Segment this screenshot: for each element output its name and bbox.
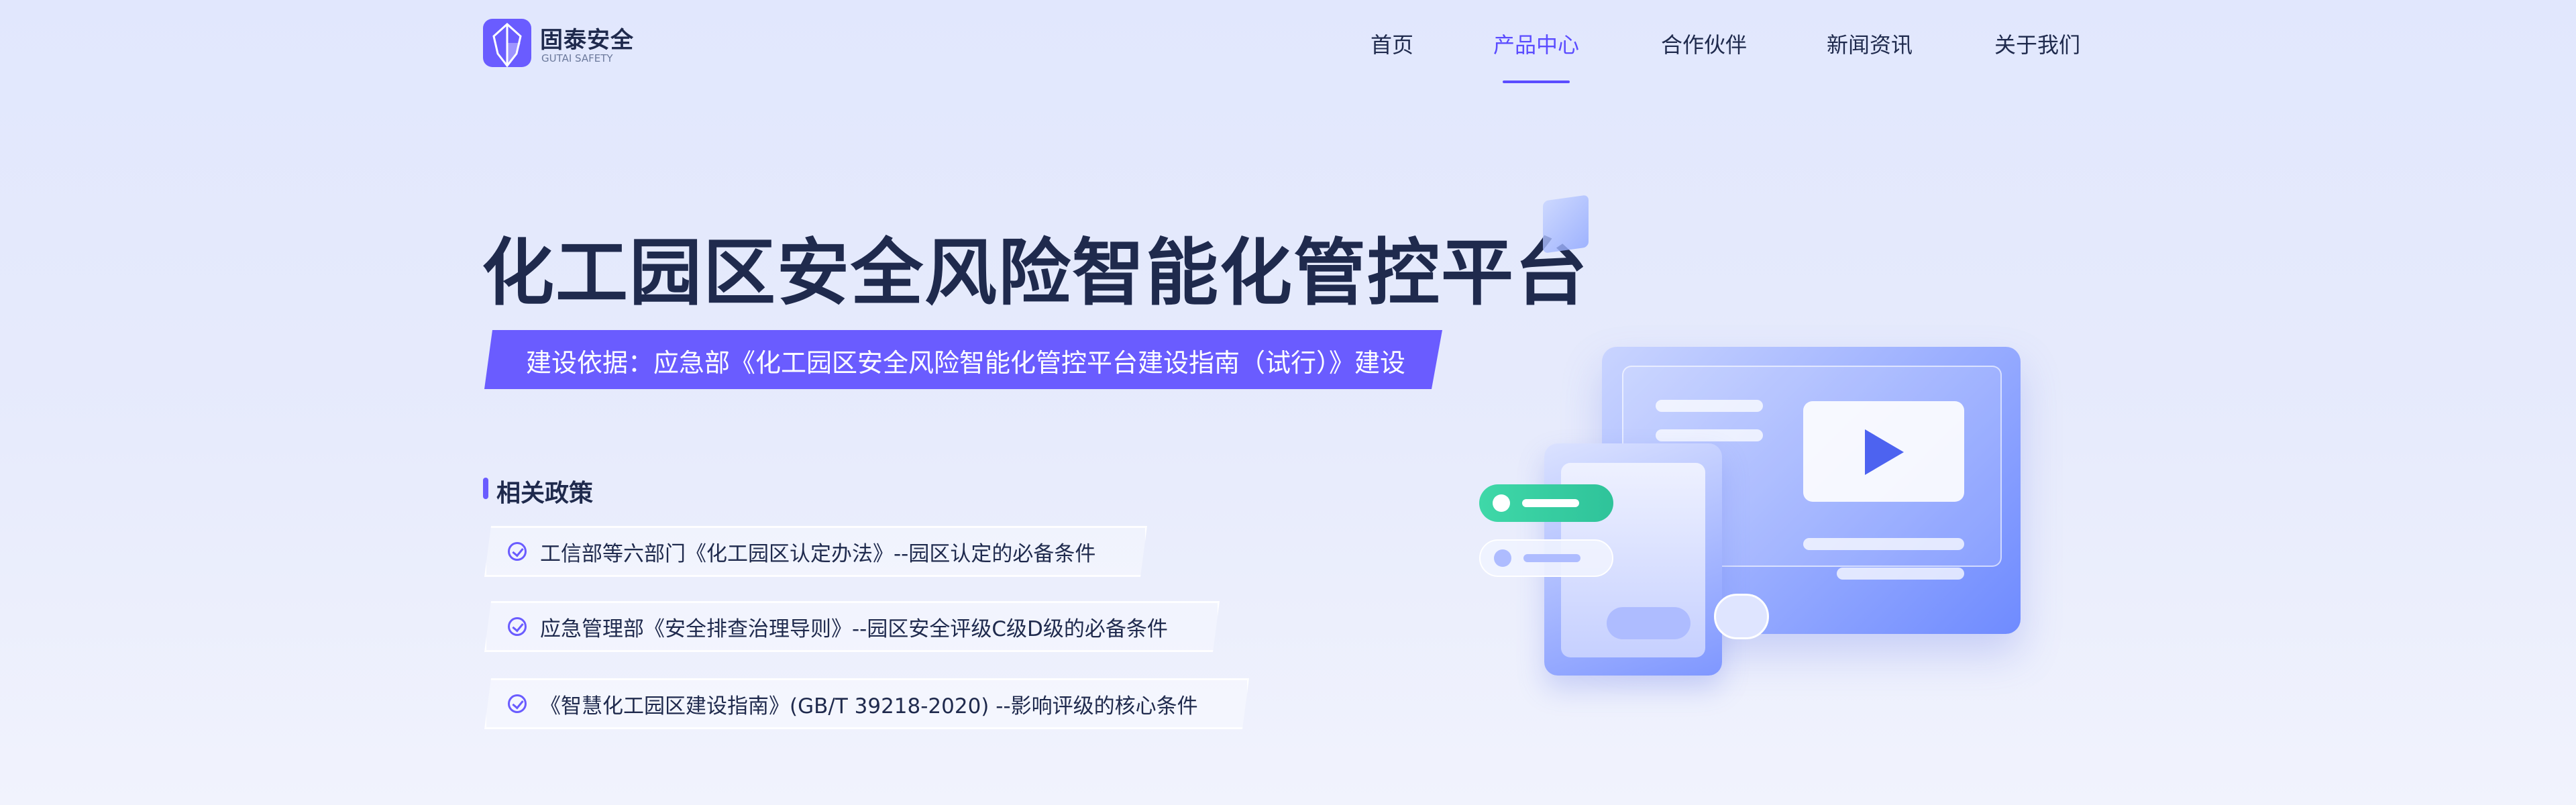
nav-active-indicator [1503, 80, 1570, 83]
policy-item: 工信部等六部门《化工园区认定办法》--园区认定的必备条件 [484, 526, 1147, 577]
policy-text: 应急管理部《安全排查治理导则》--园区安全评级C级D级的必备条件 [540, 616, 1168, 641]
policy-item: 应急管理部《安全排查治理导则》--园区安全评级C级D级的必备条件 [484, 601, 1220, 652]
illustration-phone-button [1607, 607, 1690, 639]
illustration-line [1837, 568, 1964, 580]
basis-banner: 建设依据：应急部《化工园区安全风险智能化管控平台建设指南（试行）》建设 [484, 330, 1442, 389]
nav-about[interactable]: 关于我们 [1994, 32, 2081, 58]
logo-shield-icon[interactable] [483, 19, 531, 68]
user-icon [1494, 549, 1511, 567]
cube-decoration-icon [1543, 195, 1589, 254]
page-title: 化工园区安全风险智能化管控平台 [482, 231, 1589, 315]
user-pill-green [1479, 484, 1613, 522]
policy-item: 《智慧化工园区建设指南》(GB/T 39218-2020) --影响评级的核心条… [484, 678, 1249, 729]
nav-products[interactable]: 产品中心 [1493, 32, 1580, 58]
illustration-line [1656, 429, 1763, 441]
nav-home[interactable]: 首页 [1370, 32, 1414, 58]
brand-subtitle: GUTAI SAFETY [541, 52, 613, 64]
nav-partners[interactable]: 合作伙伴 [1660, 32, 1748, 58]
section-title: 相关政策 [496, 480, 594, 507]
check-circle-icon [508, 542, 527, 561]
user-avatar-icon [1714, 594, 1769, 639]
policy-text: 工信部等六部门《化工园区认定办法》--园区认定的必备条件 [540, 541, 1096, 566]
check-circle-icon [508, 617, 527, 636]
basis-text: 建设依据：应急部《化工园区安全风险智能化管控平台建设指南（试行）》建设 [526, 348, 1406, 378]
user-icon [1493, 494, 1510, 512]
section-marker [483, 478, 488, 499]
check-circle-icon [508, 694, 527, 713]
user-pill-light [1479, 539, 1613, 577]
illustration-line [1656, 400, 1763, 412]
nav-news[interactable]: 新闻资讯 [1826, 32, 1913, 58]
policy-text: 《智慧化工园区建设指南》(GB/T 39218-2020) --影响评级的核心条… [540, 694, 1198, 718]
brand-name: 固泰安全 [540, 27, 634, 54]
play-icon [1865, 429, 1904, 475]
illustration-line [1803, 538, 1964, 550]
